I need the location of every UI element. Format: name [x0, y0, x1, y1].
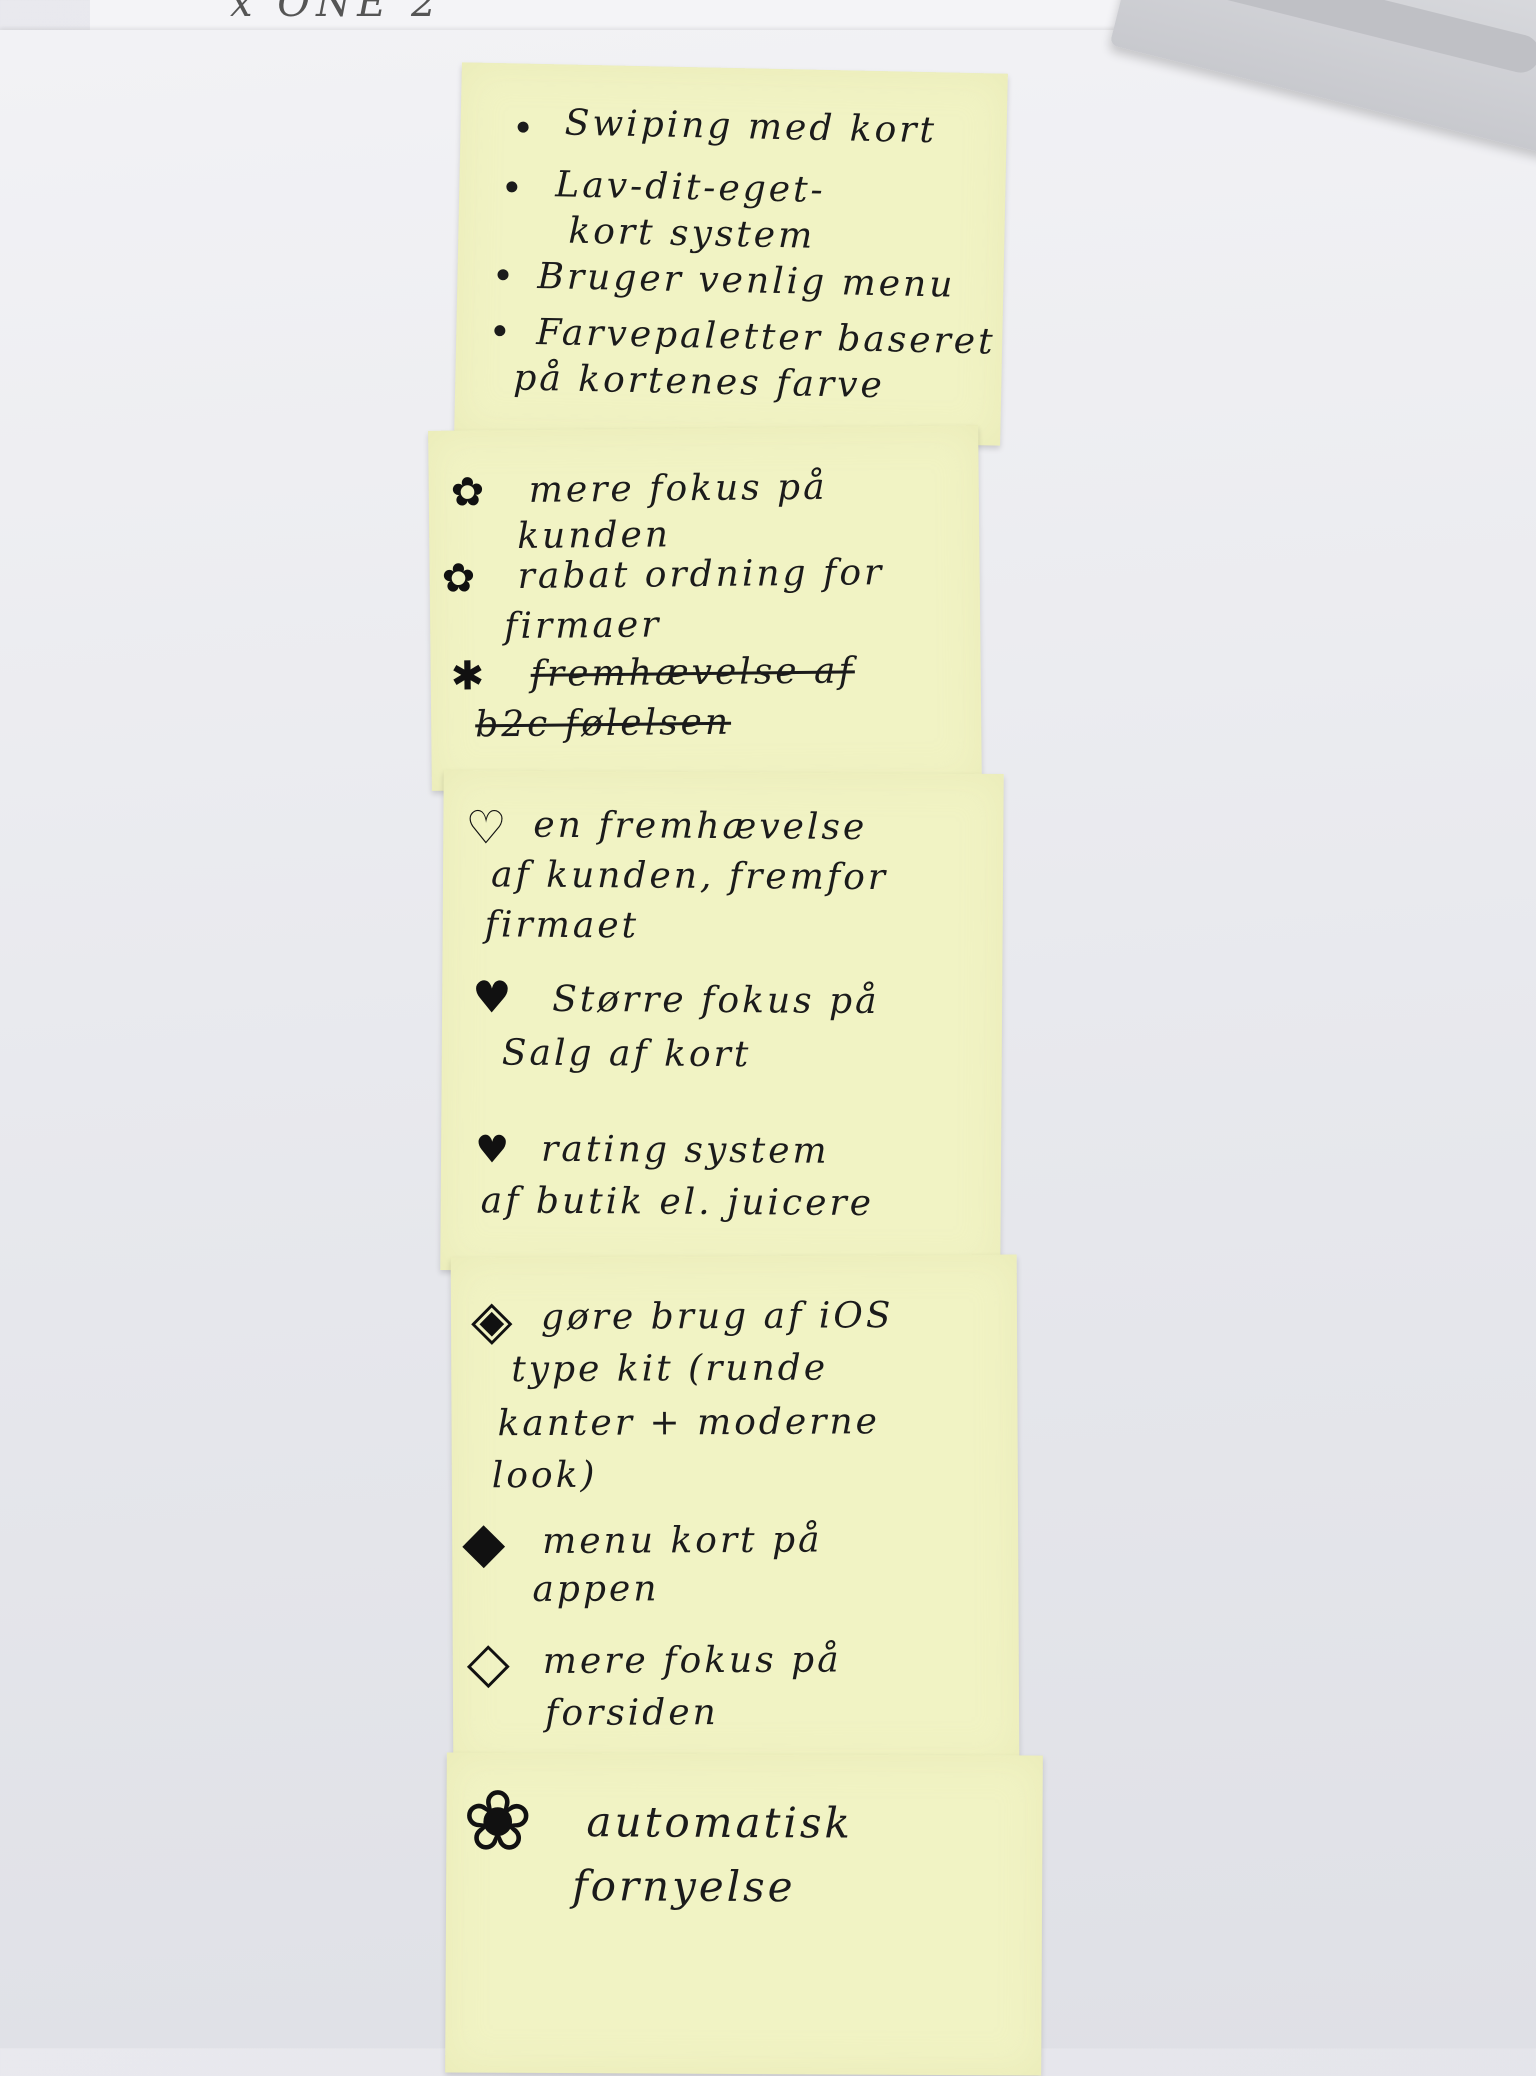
note-text-line: rabat ordning for	[517, 552, 885, 597]
note-text-line: en fremhævelse	[533, 804, 868, 849]
note-text-line: kort system	[568, 210, 816, 257]
sticky-note-4: ◈ gøre brug af iOS type kit (runde kante…	[450, 1254, 1020, 1768]
note-text-line: af butik el. juicere	[480, 1180, 875, 1225]
binder-clip-groove	[1185, 0, 1536, 77]
heart-filled-icon: ♥	[471, 972, 512, 1024]
bullet-dot	[494, 325, 506, 337]
note-text-line: Bruger venlig menu	[537, 255, 956, 306]
note-text-line: mere fokus på	[528, 466, 828, 511]
note-text-line: Større fokus på	[552, 978, 880, 1023]
note-text-line: firmaet	[484, 904, 640, 947]
diamond-outline-icon: ◇	[466, 1630, 511, 1696]
diamond-icon: ◈	[470, 1288, 513, 1352]
bullet-dot	[497, 269, 509, 281]
note-text-line-crossed-out: fremhævelse af	[530, 650, 856, 695]
note-text-line: Lav-dit-eget-	[554, 164, 827, 211]
heart-outline-icon: ♡	[465, 800, 507, 855]
asterisk-star-icon: ✱	[450, 653, 485, 700]
sticky-note-1: Swiping med kort Lav-dit-eget- kort syst…	[454, 62, 1008, 446]
note-text-line: af kunden, fremfor	[490, 854, 889, 899]
bullet-dot	[506, 181, 518, 193]
note-text-line: forsiden	[544, 1692, 719, 1734]
note-text-line: rating system	[540, 1128, 830, 1172]
bullet-dot	[517, 121, 529, 133]
note-text-line-crossed-out: b2c følelsen	[474, 701, 732, 746]
heart-filled-icon: ♥	[474, 1127, 510, 1172]
note-text-line: kunden	[517, 514, 672, 557]
note-text-line: gøre brug af iOS	[540, 1295, 894, 1339]
flower-icon: ❀	[462, 1771, 534, 1870]
diamond-icon: ◆	[461, 1510, 506, 1576]
note-text-line: Farvepaletter baseret	[535, 311, 996, 363]
note-text-line: Salg af kort	[501, 1032, 752, 1076]
sticky-note-3: ♡ en fremhævelse af kunden, fremfor firm…	[440, 770, 1004, 1274]
sticky-note-2: ✿ mere fokus på kunden ✿ rabat ordning f…	[428, 425, 982, 791]
note-text-line: kanter + moderne	[497, 1401, 881, 1445]
flower-icon: ✿	[441, 555, 476, 602]
note-text-line: mere fokus på	[542, 1639, 842, 1683]
background-paper-top: x ONE 2	[90, 0, 1290, 33]
sticky-note-5: ❀ automatisk fornyelse	[445, 1752, 1043, 2076]
note-text-line: type kit (runde	[511, 1347, 829, 1391]
note-text-line: fornyelse	[572, 1861, 796, 1912]
note-text-line: på kortenes farve	[512, 357, 886, 407]
flower-icon: ✿	[450, 469, 485, 516]
note-text-line: Swiping med kort	[564, 102, 938, 152]
note-text-line: look)	[491, 1454, 598, 1497]
note-text-line: automatisk	[586, 1797, 854, 1848]
top-scrawl-text: x ONE 2	[230, 0, 443, 26]
note-text-line: firmaer	[503, 604, 662, 648]
note-text-line: menu kort på	[542, 1519, 823, 1563]
note-text-line: appen	[532, 1568, 660, 1611]
